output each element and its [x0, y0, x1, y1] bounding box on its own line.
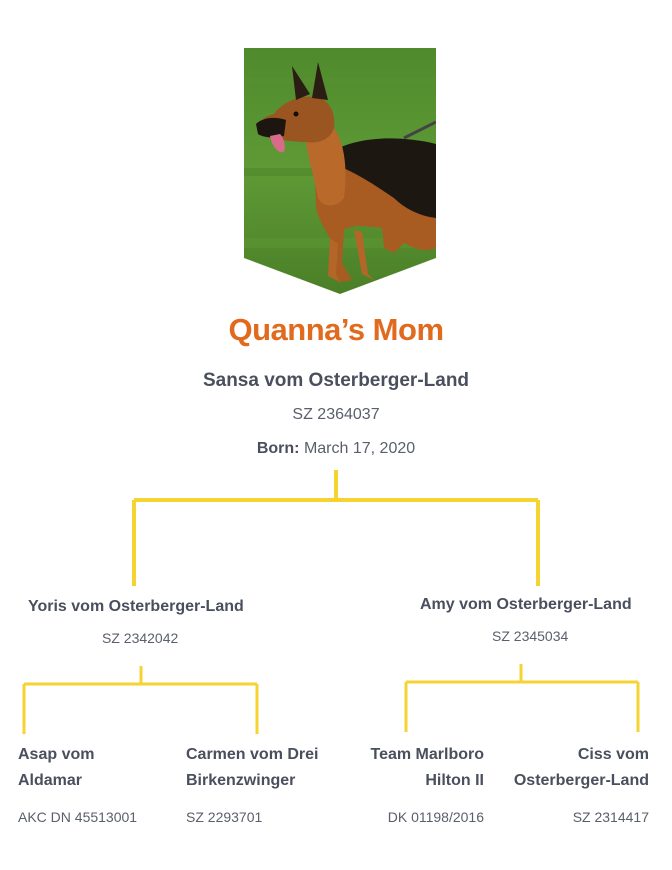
grandparent-name: Team Marlboro Hilton II: [370, 746, 485, 789]
dog-registration: SZ 2364037: [292, 406, 380, 423]
dam-name: Amy vom Osterberger-Land: [420, 596, 632, 613]
dam-side-connector: [404, 664, 640, 732]
dam-connector: [132, 470, 540, 586]
grandparent-name: Carmen vom Drei Birkenzwinger: [186, 746, 319, 789]
dog-photo: [244, 48, 436, 294]
german-shepherd-photo: [244, 48, 436, 294]
sire-name: Yoris vom Osterberger-Land: [28, 598, 244, 615]
grandparent-registration: DK 01198/2016: [387, 809, 484, 825]
dog-name: Sansa vom Osterberger-Land: [202, 370, 470, 391]
grandparent-name: Ciss vom Osterberger-Land: [513, 746, 649, 789]
dog-born: Born: March 17, 2020: [0, 440, 672, 458]
sire-side-connector: [22, 666, 259, 734]
sire-registration: SZ 2342042: [102, 630, 179, 646]
grandparent-registration: SZ 2293701: [186, 809, 263, 825]
grandparent-name: Asap vom Aldamar: [18, 746, 95, 789]
grandparent-registration: AKC DN 45513001: [18, 809, 138, 825]
born-date: March 17, 2020: [303, 440, 416, 457]
dam-registration: SZ 2345034: [492, 628, 569, 644]
page-title: Quanna’s Mom: [228, 312, 444, 347]
born-label: Born:: [256, 440, 300, 457]
grandparent-registration: SZ 2314417: [572, 809, 649, 825]
